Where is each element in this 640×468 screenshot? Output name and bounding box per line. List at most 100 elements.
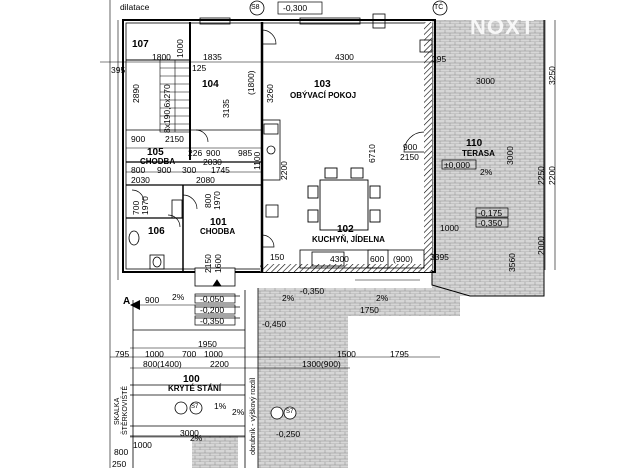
dim-1000e: 1000: [133, 440, 152, 450]
dim-800c: 800: [114, 447, 129, 457]
dim-150: 150: [270, 252, 285, 262]
dim-900a: 900: [131, 134, 146, 144]
dim-395a: 395: [111, 65, 126, 75]
dim-1000d: 1000: [204, 349, 223, 359]
s8-tag: S8: [251, 4, 260, 11]
dim-395b: 395: [432, 54, 447, 64]
section-a-mark: A: [123, 296, 131, 307]
dim-1795: 1795: [390, 349, 409, 359]
dim-900e: (900): [393, 254, 413, 264]
dim-1800: 1800: [152, 52, 171, 62]
dim-226: 226: [188, 148, 203, 158]
room-103-name: OBÝVACÍ POKOJ: [290, 91, 357, 100]
tc-tag: TČ: [434, 4, 444, 11]
parking-s7-tag-2: S7: [286, 409, 294, 415]
dim-900c: 900: [206, 148, 221, 158]
wc-fixtures: [128, 199, 183, 270]
dim-2030a: 2030: [203, 157, 222, 167]
watermark: NOXT: [470, 14, 536, 39]
room-102-name: KUCHYŇ, JÍDELNA: [312, 235, 385, 244]
slope-5: 2%: [232, 407, 245, 417]
dim-3000b: 3000: [505, 146, 515, 165]
sterkoviste-label: ŠTĚRKOVIŠTĚ: [122, 385, 129, 435]
dim-3395: 3395: [430, 252, 449, 262]
dim-1000c: 1000: [145, 349, 164, 359]
door-swings: [131, 29, 425, 248]
dim-1100: 1100: [252, 151, 262, 170]
dim-3560: 3560: [507, 253, 517, 272]
dim-600: 600: [370, 254, 385, 264]
dim-3000c: 3000: [180, 428, 199, 438]
level-0000: ±0,000: [444, 160, 470, 170]
dim-2150b: 2150: [400, 152, 419, 162]
skalka-label: SKALKA: [114, 397, 121, 425]
dim-stair-steps: 8x190,6x270: [162, 84, 172, 133]
slope-2: 2%: [282, 293, 295, 303]
dining-table: [307, 167, 381, 231]
dim-3260: 3260: [265, 84, 275, 103]
dim-2030b: 2030: [131, 175, 150, 185]
dim-3135: 3135: [221, 99, 231, 118]
dim-6710: 6710: [367, 144, 377, 163]
dim-2150c: 2150: [203, 254, 213, 273]
level-0200: -0,200: [200, 305, 225, 315]
staircase: [159, 59, 191, 133]
dim-1835: 1835: [203, 52, 222, 62]
dim-1800v: (1800): [246, 70, 256, 95]
obrubnik-label: obrubník - výškový rozdíl: [250, 377, 257, 455]
dim-300: 300: [182, 165, 197, 175]
dim-900b: 900: [403, 142, 418, 152]
dim-250: 250: [112, 459, 127, 468]
room-101-name: CHODBA: [200, 227, 236, 236]
dim-1970a: 1970: [140, 196, 150, 215]
dim-1500: 1500: [337, 349, 356, 359]
room-110-name: TERASA: [462, 149, 495, 158]
terrace-paving: [432, 20, 544, 296]
room-100-number: 100: [183, 374, 200, 385]
dim-2080: 2080: [196, 175, 215, 185]
slope-3: 2%: [376, 293, 389, 303]
room-105-number: 105: [147, 147, 164, 158]
level-0350b: -0,350: [200, 316, 225, 326]
level-0175: -0,175: [478, 208, 503, 218]
dim-1745: 1745: [211, 165, 230, 175]
dim-4300-top: 4300: [335, 52, 354, 62]
level-0250: -0,250: [276, 429, 301, 439]
dim-1970b: 1970: [212, 191, 222, 210]
dim-2150a: 2150: [165, 134, 184, 144]
slope-7: 1%: [214, 401, 227, 411]
slope-1: 2%: [172, 292, 185, 302]
dim-900f: 900: [145, 295, 160, 305]
level-0050: -0,050: [200, 294, 225, 304]
slope-4: 2%: [480, 167, 493, 177]
level-0350: -0,350: [478, 218, 503, 228]
level-0350c: -0,350: [300, 286, 325, 296]
dim-125: 125: [192, 63, 207, 73]
room-101-number: 101: [210, 217, 227, 228]
dim-1950: 1950: [198, 339, 217, 349]
level-top: -0,300: [283, 3, 308, 13]
dim-1300-900: 1300(900): [302, 359, 341, 369]
dim-2890: 2890: [131, 84, 141, 103]
dim-3250: 3250: [547, 66, 557, 85]
dim-700b: 700: [182, 349, 197, 359]
dim-2250: 2250: [536, 166, 546, 185]
carport-outline: [130, 288, 259, 468]
slope-6: 2%: [190, 433, 203, 443]
dim-2200b: 2200: [210, 359, 229, 369]
carport-paving: [258, 288, 348, 468]
dim-2000r: 2000: [536, 236, 546, 255]
dim-1600: 1600: [213, 254, 223, 273]
dim-795a: 795: [115, 349, 130, 359]
room-110-number: 110: [466, 138, 483, 149]
dilatace-label: dilatace: [120, 2, 150, 12]
room-103-number: 103: [314, 79, 331, 90]
dim-1000a: 1000: [175, 39, 185, 58]
dim-985: 985: [238, 148, 253, 158]
dim-1750: 1750: [360, 305, 379, 315]
dim-900d: 900: [157, 165, 172, 175]
room-107-number: 107: [132, 39, 149, 50]
room-104-number: 104: [202, 79, 219, 90]
